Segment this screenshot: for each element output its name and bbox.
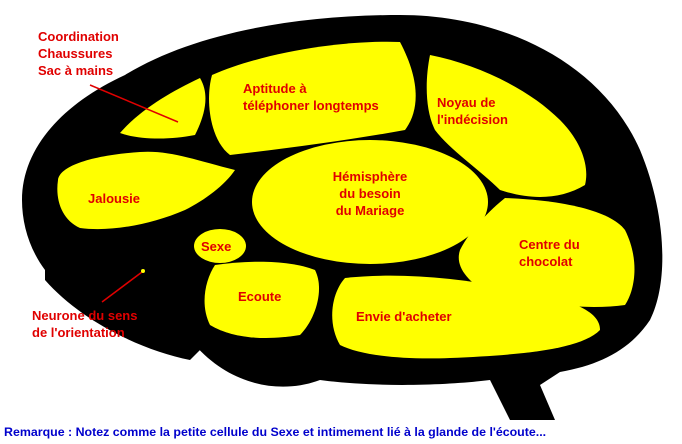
pointer-coordination	[89, 84, 179, 123]
region-jalousie	[57, 151, 235, 230]
region-centre	[458, 198, 635, 307]
region-aptitude	[209, 41, 416, 155]
label-envie: Envie d'acheter	[356, 309, 452, 324]
region-envie	[332, 275, 600, 359]
label-centre: Centre du chocolat	[519, 237, 580, 269]
cerebellum	[45, 250, 205, 360]
footer-remarque: Remarque : Notez comme la petite cellule…	[4, 425, 547, 439]
label-aptitude: Aptitude à téléphoner longtemps	[243, 81, 379, 113]
region-sexe	[194, 229, 246, 263]
label-hemisphere: Hémisphère du besoin du Mariage	[332, 169, 408, 218]
label-ecoute: Ecoute	[238, 289, 282, 304]
region-noyau	[426, 55, 587, 197]
region-coordination	[120, 78, 206, 139]
neurone-dot	[141, 269, 145, 273]
label-coordination: Coordination Chaussures Sac à mains	[38, 29, 119, 78]
label-jalousie: Jalousie	[88, 191, 141, 206]
pointer-neurone	[101, 271, 143, 303]
label-sexe: Sexe	[201, 239, 232, 254]
region-hemisphere	[252, 140, 488, 264]
region-ecoute	[204, 261, 320, 338]
label-noyau: Noyau de l'indécision	[437, 95, 508, 127]
label-neurone: Neurone du sens de l'orientation	[32, 308, 138, 340]
